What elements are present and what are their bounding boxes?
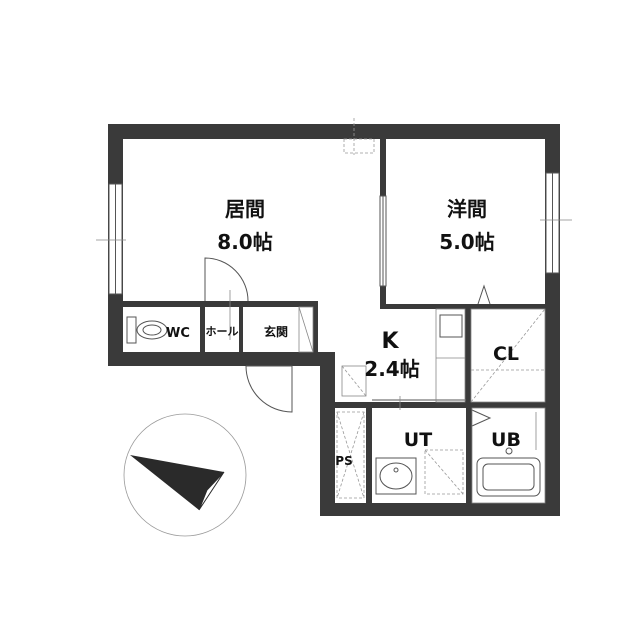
doors	[204, 257, 492, 427]
living-room-size: 8.0帖	[217, 230, 272, 254]
toilet-fixture	[126, 316, 168, 344]
north-arrow-icon	[130, 455, 224, 510]
western-room-size: 5.0帖	[439, 230, 494, 254]
kitchen-name: K	[381, 329, 399, 354]
compass	[123, 413, 247, 537]
bath-label: UB	[491, 429, 521, 451]
top-vent	[343, 118, 375, 155]
entrance-step	[298, 306, 314, 353]
closet-hatch	[470, 308, 546, 403]
pipe-space-box	[336, 411, 365, 499]
kitchen-counter	[341, 308, 466, 403]
washer-space	[424, 449, 464, 495]
washbasin-fixture	[375, 457, 417, 495]
windows	[96, 172, 572, 295]
utility-label: UT	[404, 429, 432, 451]
hall-label: ホール	[206, 325, 239, 338]
western-room-name: 洋間	[447, 197, 487, 221]
exterior-walls	[108, 124, 560, 516]
pipe-space-label: PS	[335, 454, 352, 468]
living-room-name: 居間	[225, 197, 265, 221]
wc-label: WC	[166, 326, 190, 341]
entrance-label: 玄関	[264, 324, 288, 339]
kitchen-size: 2.4帖	[364, 357, 419, 381]
bathtub-fixture	[471, 407, 546, 504]
closet-label: CL	[493, 343, 519, 365]
room-labels: 居間 8.0帖 洋間 5.0帖 K 2.4帖 WC ホール 玄関 CL UT U…	[166, 197, 521, 468]
